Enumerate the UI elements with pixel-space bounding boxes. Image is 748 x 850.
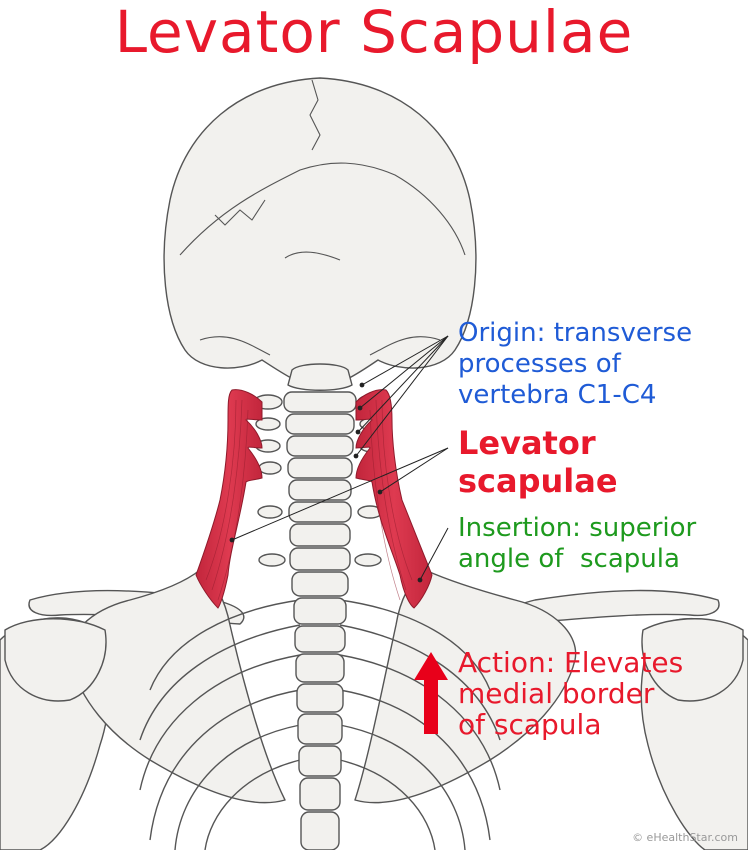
muscle-line-1: Levator (458, 424, 596, 462)
origin-label: Origin: transverse processes of vertebra… (458, 318, 692, 411)
right-acromion (641, 618, 744, 702)
origin-line-1: Origin: transverse (458, 318, 693, 348)
ribcage (139, 599, 501, 850)
origin-line-3: vertebra C1-C4 (458, 380, 657, 410)
action-line-3: of scapula (458, 708, 602, 741)
action-label: Action: Elevates medial border of scapul… (458, 647, 683, 740)
elevation-arrow (414, 652, 448, 734)
action-line-2: medial border (458, 677, 655, 710)
left-acromion (4, 618, 107, 702)
insertion-line-1: Insertion: superior (458, 513, 697, 543)
insertion-line-2: angle of scapula (458, 544, 680, 574)
leader-lines (231, 335, 449, 581)
spine (253, 363, 387, 850)
action-line-1: Action: Elevates (458, 646, 684, 679)
levator-scapulae-muscles (195, 389, 433, 609)
credit-text: © eHealthStar.com (632, 831, 738, 844)
insertion-label: Insertion: superior angle of scapula (458, 513, 696, 575)
muscle-fibers (205, 399, 413, 601)
left-scapula (68, 569, 286, 804)
muscle-line-2: scapulae (458, 462, 618, 500)
skull-sutures (179, 79, 466, 356)
right-levator-scapulae (355, 389, 433, 609)
right-scapula (354, 569, 577, 804)
diagram-title: Levator Scapulae (114, 0, 634, 66)
origin-line-2: processes of (458, 349, 621, 379)
skull (163, 77, 477, 389)
muscle-name-label: Levator scapulae (458, 424, 618, 500)
left-levator-scapulae (195, 389, 263, 609)
leader-points (229, 382, 423, 583)
